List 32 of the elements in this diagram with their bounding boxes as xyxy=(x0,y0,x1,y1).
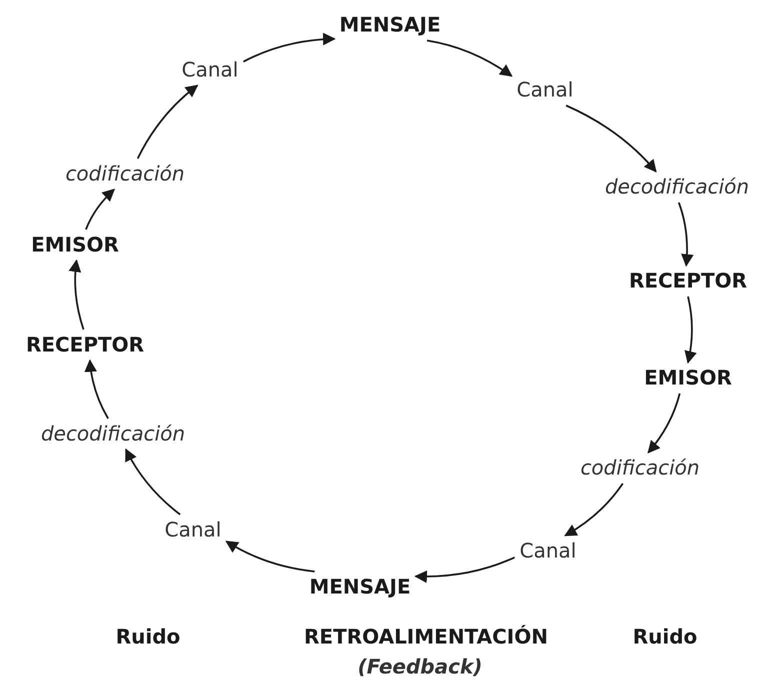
arrow xyxy=(684,296,697,364)
flow-label: Canal xyxy=(516,78,574,102)
flow-label: codificación xyxy=(65,162,185,186)
arrow xyxy=(225,540,315,572)
caption-text: Ruido xyxy=(632,626,698,648)
flow-label: MENSAJE xyxy=(339,14,441,36)
arrow xyxy=(85,188,116,230)
arrow xyxy=(564,482,624,536)
arrow xyxy=(125,448,181,516)
arrow xyxy=(84,359,109,419)
flow-label: EMISOR xyxy=(644,366,732,390)
arrow xyxy=(136,84,198,159)
flow-label: MENSAJE xyxy=(309,576,411,598)
flow-label: decodificación xyxy=(40,422,186,446)
arrow xyxy=(68,259,84,330)
caption-text: RETROALIMENTACIÓN xyxy=(304,626,548,648)
flow-label: Canal xyxy=(164,518,222,542)
flow-label: codificación xyxy=(580,456,700,480)
arrow xyxy=(414,556,515,583)
caption-text: Ruido xyxy=(116,626,180,648)
flow-label: RECEPTOR xyxy=(628,270,748,292)
arrow xyxy=(648,393,681,454)
flow-label: EMISOR xyxy=(31,234,119,256)
arrow xyxy=(678,202,694,267)
caption-text: (Feedback) xyxy=(358,656,482,678)
arrow xyxy=(243,33,336,62)
flow-label: Canal xyxy=(182,58,238,82)
arrow xyxy=(426,40,513,77)
arrow xyxy=(566,104,657,172)
flow-label: RECEPTOR xyxy=(26,334,144,356)
flow-label: Canal xyxy=(520,540,576,562)
flow-label: decodificación xyxy=(604,176,750,198)
